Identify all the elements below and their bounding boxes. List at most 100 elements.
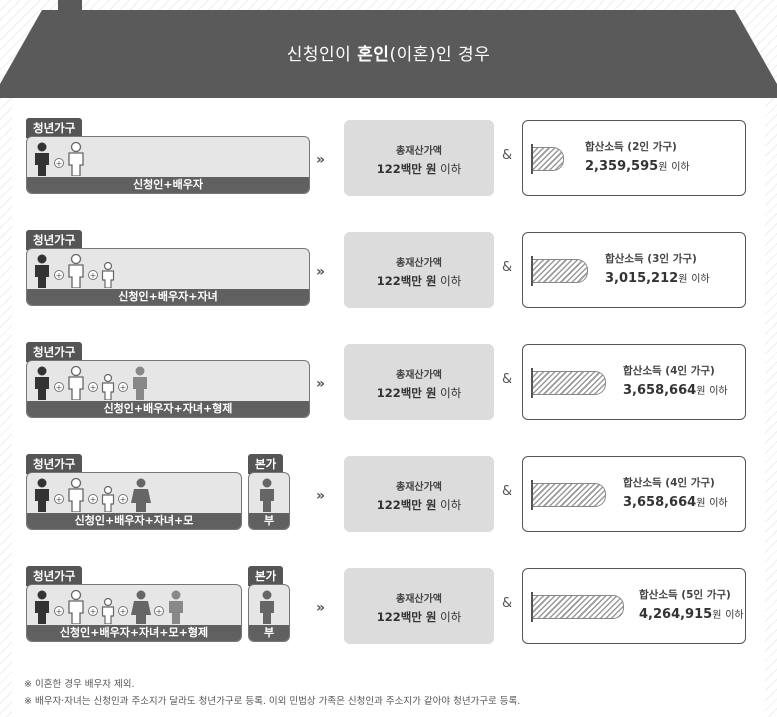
plus-icon: + [88, 606, 98, 616]
asset-suffix: 이하 [440, 274, 462, 288]
asset-suffix: 이하 [440, 162, 462, 176]
income-label: 합산소득 (5인 가구) [639, 589, 731, 601]
income-value: 3,015,212 [605, 271, 679, 286]
household-tag: 청년가구 [26, 230, 83, 250]
income-suffix: 이하 [709, 386, 728, 397]
asset-suffix: 이하 [440, 386, 462, 400]
household-tag: 청년가구 [26, 342, 83, 362]
asset-label: 총재산가액 [396, 258, 442, 269]
plus-icon: + [54, 606, 64, 616]
parents-label: 부 [249, 513, 289, 529]
household-row-3: 청년가구 + + + 신청인+배우자+자녀+형제 » 총재산가액 122백만 원… [26, 342, 746, 442]
household-tag: 청년가구 [26, 454, 83, 474]
asset-suffix: 이하 [440, 498, 462, 512]
applicant-icon [35, 478, 49, 512]
sibling-icon [133, 366, 147, 400]
asset-value: 122백만 원 [376, 610, 437, 624]
income-label: 합산소득 (3인 가구) [605, 253, 697, 265]
asset-box: 총재산가액 122백만 원 이하 [344, 568, 494, 644]
asset-suffix: 이하 [440, 610, 462, 624]
household-row-2: 청년가구 + + 신청인+배우자+자녀 » 총재산가액 122백만 원 이하 &… [26, 230, 746, 330]
household-members-box: + + + + 신청인+배우자+자녀+모+형제 [26, 584, 242, 642]
members-label: 신청인+배우자+자녀+모+형제 [27, 625, 241, 641]
members-label: 신청인+배우자 [27, 177, 309, 193]
arrow-icon: » [316, 264, 325, 280]
footnote-1: ※ 이혼한 경우 배우자 제외. [24, 679, 135, 690]
asset-box: 총재산가액 122백만 원 이하 [344, 232, 494, 308]
income-meter [531, 368, 606, 398]
income-meter [531, 144, 564, 174]
applicant-icon [35, 590, 49, 624]
arrow-icon: » [316, 488, 325, 504]
asset-box: 총재산가액 122백만 원 이하 [344, 344, 494, 420]
parents-box: 부 [248, 584, 290, 642]
household-members-box: + 신청인+배우자 [26, 136, 310, 194]
arrow-icon: » [316, 376, 325, 392]
income-unit: 원 [712, 610, 722, 621]
parent-figures [258, 478, 276, 512]
income-box: 합산소득 (3인 가구) 3,015,212원 이하 [522, 232, 746, 308]
plus-icon: + [54, 382, 64, 392]
member-figures: + + [33, 254, 115, 288]
mother-icon [131, 478, 151, 512]
household-members-box: + + + 신청인+배우자+자녀+모 [26, 472, 242, 530]
applicant-icon [35, 142, 49, 176]
child-icon [101, 598, 115, 624]
asset-value: 122백만 원 [376, 386, 437, 400]
plus-icon: + [54, 494, 64, 504]
members-label: 신청인+배우자+자녀 [27, 289, 309, 305]
income-unit: 원 [678, 274, 688, 285]
ampersand: & [502, 148, 513, 163]
income-value: 2,359,595 [585, 159, 659, 174]
household-row-5: 청년가구 + + + + 신청인+배우자+자녀+모+형제 본가 부 » 총재산가… [26, 566, 746, 666]
asset-value: 122백만 원 [376, 274, 437, 288]
ampersand: & [502, 372, 513, 387]
income-suffix: 이하 [709, 498, 728, 509]
income-value: 3,658,664 [623, 383, 697, 398]
plus-icon: + [88, 270, 98, 280]
household-tag: 청년가구 [26, 566, 83, 586]
member-figures: + + + + [33, 590, 185, 624]
child-icon [101, 486, 115, 512]
house-roof: 신청인이 혼인(이혼)인 경우 [0, 0, 777, 98]
parent-figures [258, 590, 276, 624]
ampersand: & [502, 596, 513, 611]
household-members-box: + + 신청인+배우자+자녀 [26, 248, 310, 306]
household-tag: 청년가구 [26, 118, 83, 138]
members-label: 신청인+배우자+자녀+모 [27, 513, 241, 529]
plus-icon: + [54, 158, 64, 168]
ampersand: & [502, 260, 513, 275]
child-icon [101, 262, 115, 288]
father-icon [260, 590, 274, 624]
plus-icon: + [118, 606, 128, 616]
parents-tag: 본가 [248, 566, 284, 586]
member-figures: + [33, 142, 85, 176]
spouse-icon [68, 254, 84, 288]
income-label: 합산소득 (4인 가구) [623, 477, 715, 489]
plus-icon: + [88, 494, 98, 504]
ampersand: & [502, 484, 513, 499]
footnote-2: ※ 배우자·자녀는 신청인과 주소지가 달라도 청년가구로 등록. 이외 민법상… [24, 696, 521, 707]
plus-icon: + [88, 382, 98, 392]
child-icon [101, 374, 115, 400]
income-value: 4,264,915 [639, 607, 713, 622]
household-row-4: 청년가구 + + + 신청인+배우자+자녀+모 본가 부 » 총재산가액 122… [26, 454, 746, 554]
plus-icon: + [54, 270, 64, 280]
arrow-icon: » [316, 152, 325, 168]
income-meter [531, 480, 606, 510]
parents-tag: 본가 [248, 454, 284, 474]
footnotes: ※ 이혼한 경우 배우자 제외. ※ 배우자·자녀는 신청인과 주소지가 달라도… [24, 676, 520, 710]
applicant-icon [35, 366, 49, 400]
spouse-icon [68, 366, 84, 400]
asset-value: 122백만 원 [376, 498, 437, 512]
page-title: 신청인이 혼인(이혼)인 경우 [286, 45, 491, 65]
members-label: 신청인+배우자+자녀+형제 [27, 401, 309, 417]
asset-value: 122백만 원 [376, 162, 437, 176]
income-unit: 원 [658, 162, 668, 173]
asset-box: 총재산가액 122백만 원 이하 [344, 456, 494, 532]
sibling-icon [169, 590, 183, 624]
income-meter [531, 256, 588, 286]
spouse-icon [68, 142, 84, 176]
mother-icon [131, 590, 151, 624]
member-figures: + + + [33, 478, 151, 512]
